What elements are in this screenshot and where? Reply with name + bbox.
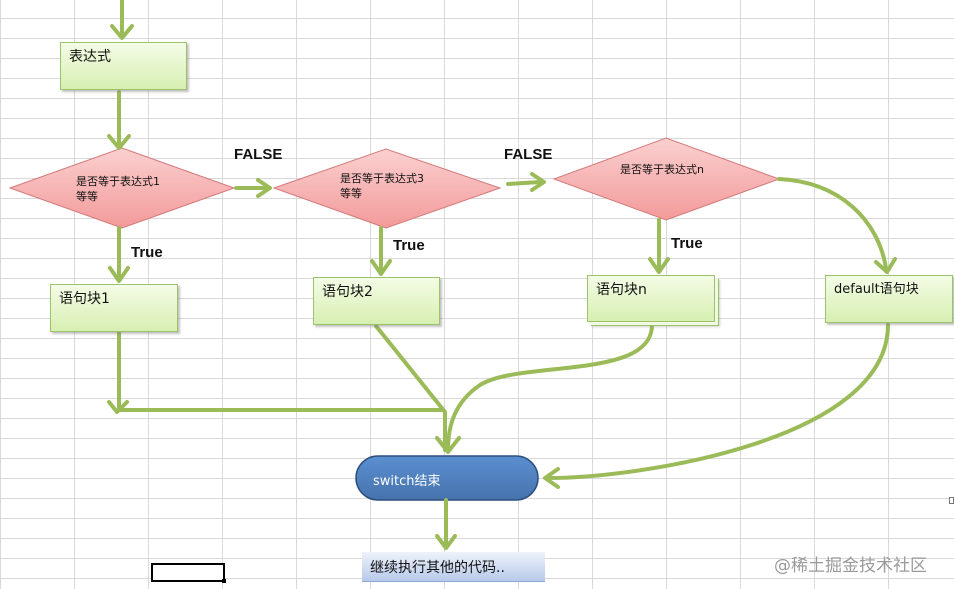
arrowhead-false-2 xyxy=(530,172,546,192)
decision-3-label: 是否等于表达式3 等等 xyxy=(340,172,424,202)
statement-block-1-text: 语句块1 xyxy=(59,291,110,307)
decision-diamond-n xyxy=(552,137,781,221)
decision-diamond-3 xyxy=(272,148,502,229)
decision-1-label: 是否等于表达式1 等等 xyxy=(76,175,160,205)
arrow-block2-to-end xyxy=(374,324,447,452)
decision-n-line1: 是否等于表达式n xyxy=(620,163,704,176)
statement-block-1: 语句块1 xyxy=(50,284,178,332)
statement-block-n-text: 语句块n xyxy=(596,282,647,298)
arrowhead-cond1 xyxy=(107,134,131,150)
switch-end-text: switch结束 xyxy=(373,474,441,489)
arrow-block1-down xyxy=(117,331,445,412)
true-label-3: True xyxy=(671,235,703,252)
arrowhead-block1 xyxy=(107,400,129,414)
arrowhead-false-1 xyxy=(256,178,272,198)
arrowhead-next xyxy=(435,534,457,550)
decision-1-line2: 等等 xyxy=(76,189,98,203)
false-label-1: FALSE xyxy=(234,146,283,163)
arrowhead-default xyxy=(874,257,897,274)
arrowhead-end-right xyxy=(543,467,560,489)
decision-3-line2: 等等 xyxy=(340,186,362,200)
decision-3-line1: 是否等于表达式3 xyxy=(340,172,424,185)
arrow-false-2 xyxy=(506,180,542,186)
continue-code-box: 继续执行其他的代码.. xyxy=(362,552,545,582)
arrowhead-true-3 xyxy=(648,257,670,274)
arrowhead-true-2 xyxy=(370,259,392,276)
arrow-default-to-end xyxy=(546,323,890,480)
arrow-to-default xyxy=(777,177,888,270)
continue-code-text: 继续执行其他的代码.. xyxy=(370,560,505,576)
watermark-text: @稀土掘金技术社区 xyxy=(774,556,927,576)
true-label-2: True xyxy=(393,237,425,254)
cell-fill-handle[interactable] xyxy=(222,579,226,583)
arrow-blockn-to-end xyxy=(446,323,654,452)
arrowhead-end-top xyxy=(435,436,461,454)
true-label-1: True xyxy=(131,244,163,261)
arrowhead-entry xyxy=(110,24,134,40)
default-block-text: default语句块 xyxy=(834,282,919,297)
statement-block-n: 语句块n xyxy=(587,275,715,322)
decision-1-line1: 是否等于表达式1 xyxy=(76,175,160,188)
arrowhead-true-1 xyxy=(108,266,130,283)
default-block: default语句块 xyxy=(825,275,953,323)
false-label-2: FALSE xyxy=(504,146,553,163)
selected-cell-cursor[interactable] xyxy=(151,563,225,582)
statement-block-2-text: 语句块2 xyxy=(322,284,373,300)
expression-text: 表达式 xyxy=(69,49,111,65)
resize-handle-icon[interactable] xyxy=(949,497,954,504)
decision-n-label: 是否等于表达式n xyxy=(620,163,704,178)
expression-box: 表达式 xyxy=(60,42,187,90)
statement-block-2: 语句块2 xyxy=(313,277,440,325)
